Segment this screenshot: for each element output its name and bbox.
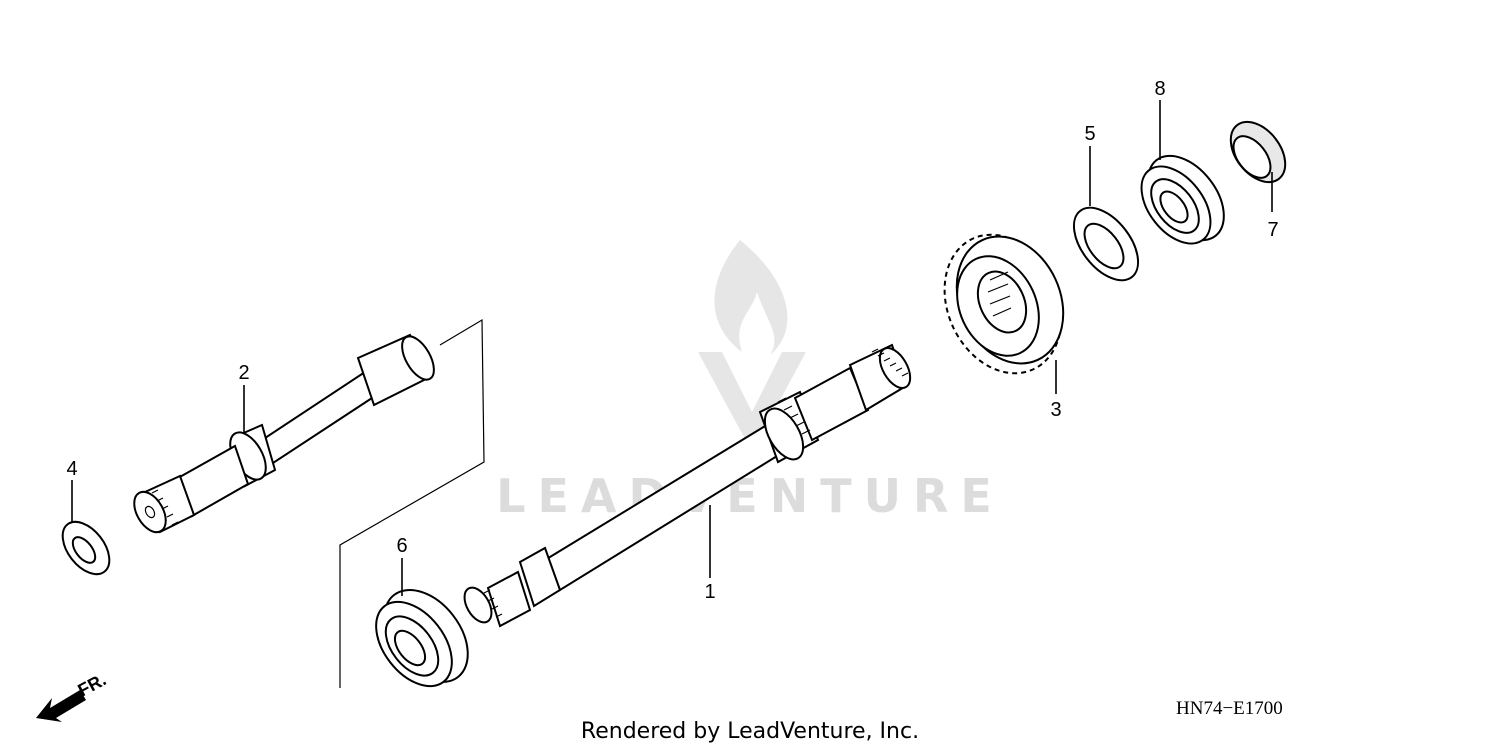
callout-8: 8 [1154,78,1165,100]
leadventure-logo-icon [698,240,806,452]
leader-lines [71,100,1273,596]
callout-1: 1 [704,581,715,603]
callouts: 1 2 3 4 5 6 7 8 [66,78,1278,603]
part-1-shaft [463,343,912,628]
part-5-washer [1072,206,1140,282]
diagram-code: HN74−E1700 [1176,698,1283,719]
part-6-bearing [375,588,469,688]
callout-6: 6 [396,535,407,557]
part-3-gear [943,233,1065,375]
part-7-seal [1229,120,1287,184]
part-8-bearing [1140,154,1225,245]
callout-4: 4 [66,458,77,480]
footer-credit: Rendered by LeadVenture, Inc. [581,719,919,744]
front-arrow-icon [36,690,86,722]
watermark-text: LEADVENTURE [496,469,1004,523]
callout-5: 5 [1084,123,1095,145]
callout-2: 2 [238,362,249,384]
callout-3: 3 [1050,399,1061,421]
front-direction-indicator: FR. [36,669,109,722]
callout-7: 7 [1267,219,1278,241]
watermark: LEADVENTURE [496,240,1004,523]
assembly-bracket [339,318,485,688]
part-4-washer [61,520,111,576]
part-2-shaft [133,333,435,534]
